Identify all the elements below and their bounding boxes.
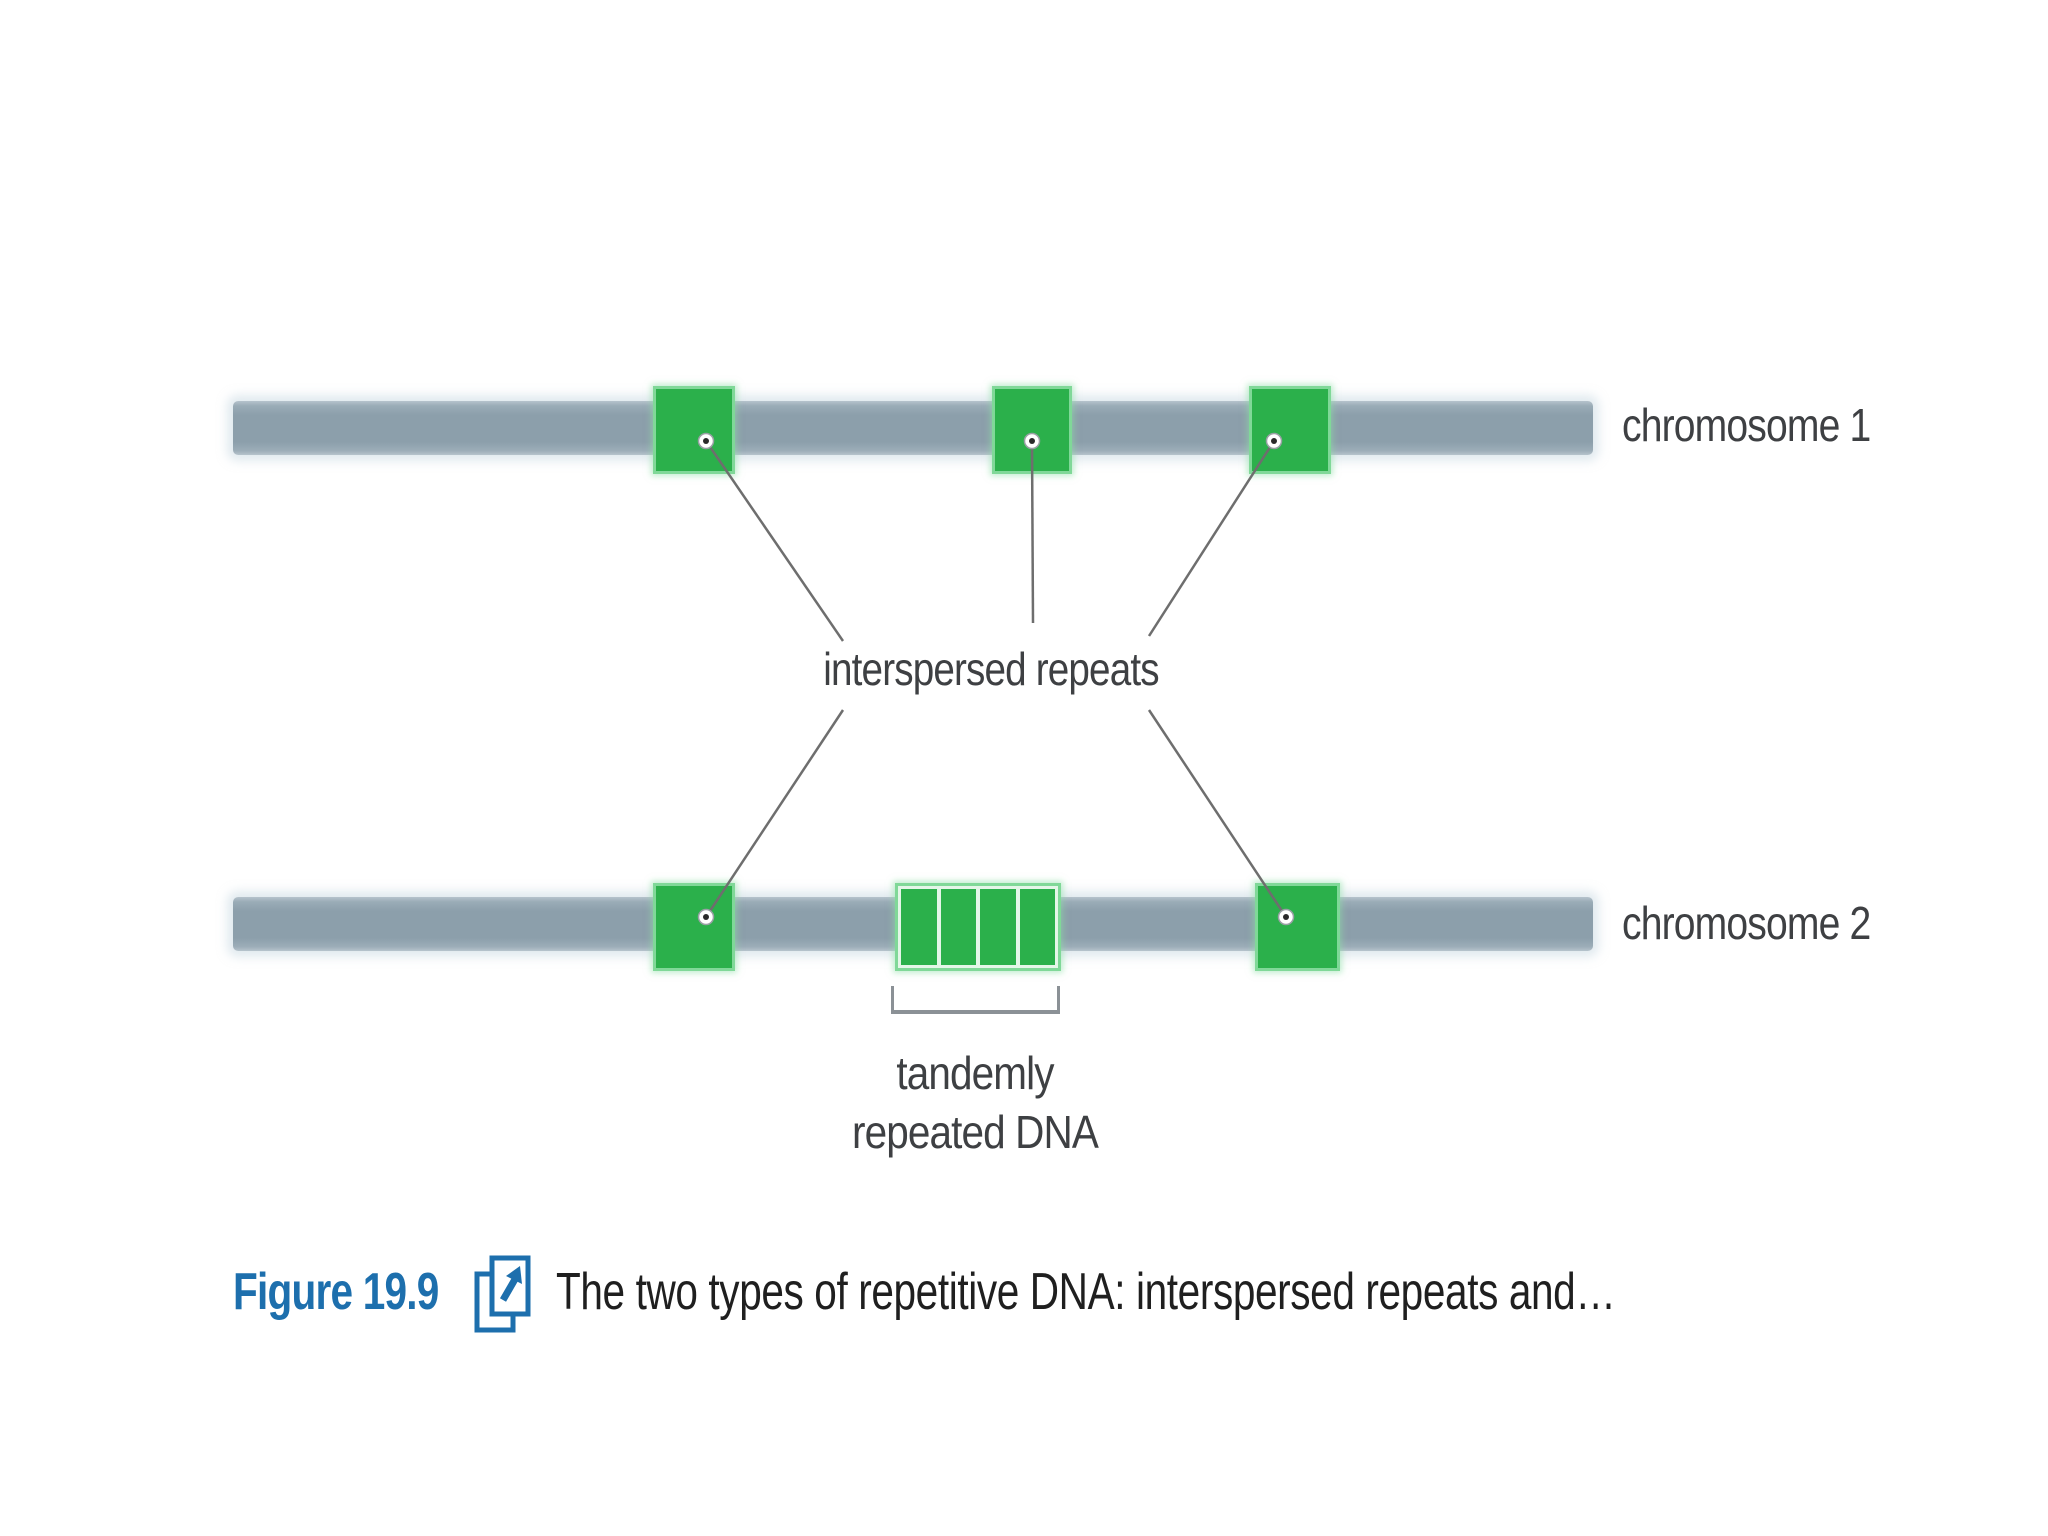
tandem-label-line2: repeated DNA — [852, 1106, 1099, 1158]
repeat-square — [653, 883, 735, 971]
tandem-repeat-block — [980, 889, 1016, 965]
external-link-icon[interactable] — [472, 1252, 534, 1340]
chromosome2-label: chromosome 2 — [1622, 897, 1871, 949]
tandem-repeat-block — [901, 889, 937, 965]
tandemly-repeated-dna-label: tandemly repeated DNA — [799, 1044, 1151, 1162]
repeat-square — [1249, 386, 1331, 474]
tandem-repeat-cluster — [895, 883, 1061, 971]
repeat-square — [653, 386, 735, 474]
repeat-square — [992, 386, 1072, 474]
tandem-repeat-block — [1019, 889, 1055, 965]
chromosome1-label: chromosome 1 — [1622, 399, 1871, 451]
figure-number-link[interactable]: Figure 19.9 — [233, 1263, 439, 1321]
chromosome1-bar — [233, 401, 1593, 455]
interspersed-repeats-label: interspersed repeats — [823, 643, 1159, 695]
tandem-label-line1: tandemly — [896, 1047, 1054, 1099]
tandem-bracket — [891, 986, 1060, 1014]
repeat-square — [1255, 883, 1340, 971]
tandem-repeat-block — [940, 889, 976, 965]
caption-text: The two types of repetitive DNA: intersp… — [556, 1263, 1616, 1321]
